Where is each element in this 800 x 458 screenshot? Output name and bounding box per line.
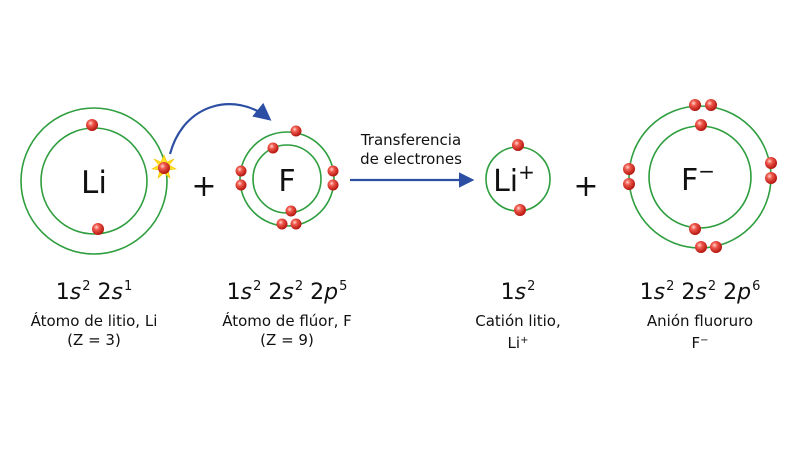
plus-sign: + [191,169,216,204]
transfer-label-line-2: de electrones [360,150,462,168]
orbital-term: 1s2 [500,279,536,305]
electron [623,178,635,190]
li-electron-configuration: 1s2 2s1 [56,279,133,305]
orbital-term: 2s2 [268,279,304,305]
fluoride-anion: F− [623,99,777,253]
caption-detail: Li+ [475,331,561,353]
fluorine-atom: F [235,125,339,230]
electron [765,157,777,169]
electron [86,119,98,131]
caption-detail: F− [647,331,753,353]
electron [235,179,247,191]
li-ion-electron-configuration: 1s2 [501,279,536,305]
li-atom-caption: Átomo de litio, Li (Z = 3) [31,312,158,350]
orbital-term: 1s2 [226,279,262,305]
lithium-atom: Li [20,107,177,255]
electron [290,125,302,137]
f-ion-electron-configuration: 1s2 2s2 2p6 [640,279,761,305]
electron [327,179,339,191]
electron [290,218,302,230]
electron [623,163,635,175]
orbital-term: 2p6 [723,279,761,305]
electron [514,204,526,216]
f-ion-symbol: F− [681,159,715,198]
li-ion-caption: Catión litio, Li+ [475,312,561,353]
caption-detail: (Z = 3) [67,331,121,349]
electron [765,172,777,184]
caption-symbol: Li [507,334,521,352]
caption-symbol: F [691,334,701,352]
electron [327,165,339,177]
li-outer-shell [20,107,168,255]
orbital-term: 2s1 [97,279,133,305]
caption-charge: − [700,335,709,346]
electron [705,99,717,111]
f-ion-caption: Anión fluoruro F− [647,312,753,353]
f-electron-configuration: 1s2 2s2 2p5 [227,279,348,305]
electron [512,139,524,151]
electron [689,99,701,111]
transferred-electron [158,162,170,174]
orbital-term: 2p5 [310,279,348,305]
caption-charge: + [520,335,529,346]
orbital-term: 1s2 [55,279,91,305]
electron [92,223,104,235]
li-symbol: Li [81,165,107,201]
lithium-cation: Li+ [485,139,551,216]
electron [285,205,297,217]
curved-transfer-arrow [168,102,272,155]
electron [710,241,722,253]
caption-name: Catión litio, [475,312,561,330]
plus-sign: + [573,169,598,204]
electron [235,165,247,177]
electron [695,119,707,131]
f-symbol: F [278,164,295,199]
electron [276,218,288,230]
caption-detail: (Z = 9) [260,331,314,349]
electron-transfer-label: Transferencia de electrones [360,131,462,169]
electron [695,241,707,253]
caption-name: Anión fluoruro [646,312,754,330]
caption-name: Átomo de litio, Li [30,312,158,330]
orbital-term: 2s2 [681,279,717,305]
electron [689,223,701,235]
orbital-term: 1s2 [639,279,675,305]
electron [267,142,279,154]
transfer-label-line-1: Transferencia [360,131,462,149]
caption-name: Átomo de flúor, F [222,312,352,330]
li-ion-symbol: Li+ [493,160,535,199]
f-atom-caption: Átomo de flúor, F (Z = 9) [222,312,352,350]
